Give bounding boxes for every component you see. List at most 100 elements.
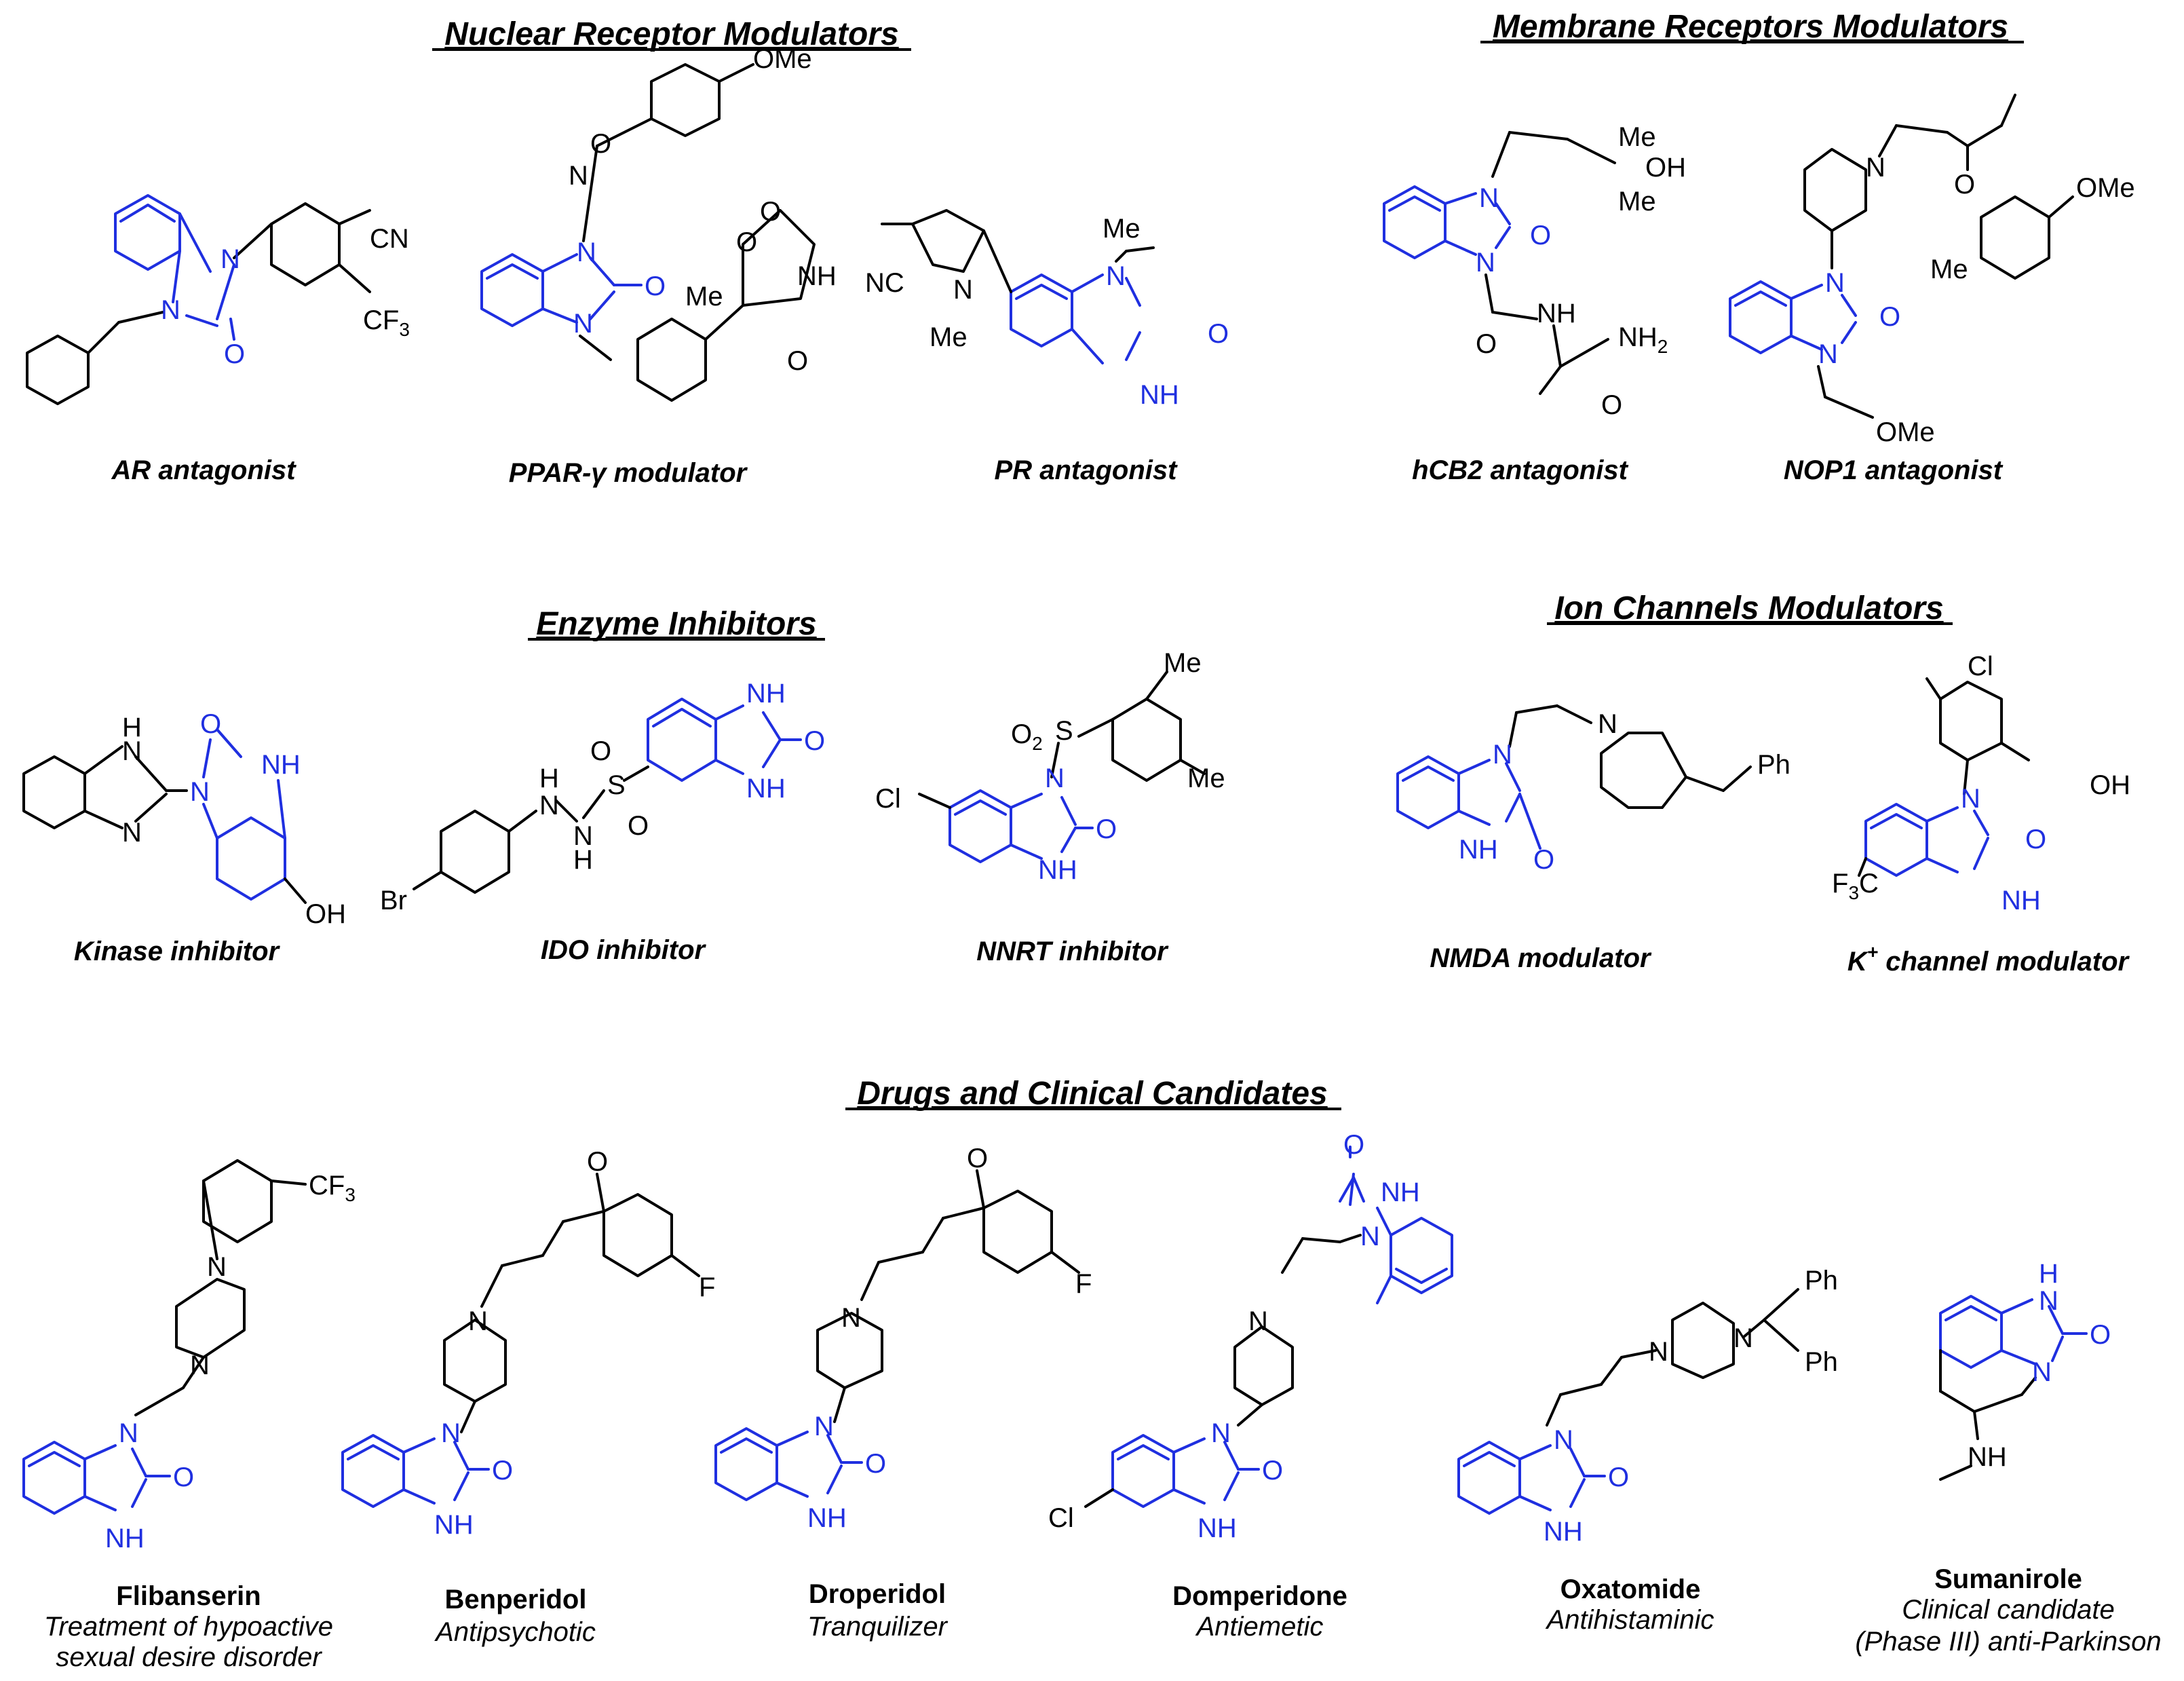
- structure-nmda-modulator: N Ph N NH O NMDA modulator: [1396, 704, 1790, 973]
- structure-ppar-modulator: OMe O N N N O Me O O O NH PPAR-γ modulat…: [480, 44, 837, 488]
- caption-nmda-modulator: NMDA modulator: [1430, 943, 1652, 973]
- atom-label: N: [190, 777, 210, 807]
- structure-hcb2-antagonist: Me OH Me N N O O NH NH2 O hCB2 antagonis…: [1383, 122, 1686, 485]
- atom-label: N: [207, 1252, 227, 1282]
- desc-flibanserin-1: Treatment of hypoactive: [44, 1612, 333, 1642]
- atom-label: NC: [865, 268, 904, 298]
- atom-label: OH: [1645, 153, 1686, 183]
- atom-label: NH: [1968, 1442, 2007, 1472]
- atom-label: S: [607, 770, 626, 800]
- atom-label: Cl: [1968, 651, 1993, 681]
- desc-domperidone: Antiemetic: [1195, 1612, 1324, 1642]
- caption-ar-antagonist: AR antagonist: [111, 455, 296, 485]
- atom-label: O: [1533, 845, 1554, 875]
- heading-membrane-receptors: Membrane Receptors Modulators: [1493, 9, 2008, 45]
- atom-label: N: [190, 1351, 210, 1380]
- atom-label: N: [841, 1303, 861, 1333]
- atom-label: N: [221, 244, 240, 274]
- atom-label: N: [441, 1418, 461, 1448]
- structure-sumanirole: H N O N NH Sumanirole Clinical candidate…: [1855, 1259, 2161, 1657]
- atom-label: Ph: [1805, 1347, 1838, 1377]
- atom-label: N: [1045, 763, 1065, 793]
- caption-nnrt-inhibitor: NNRT inhibitor: [976, 937, 1169, 966]
- atom-label: N: [577, 238, 596, 267]
- name-sumanirole: Sumanirole: [1934, 1564, 2082, 1594]
- atom-label: NH: [105, 1524, 145, 1553]
- structure-kinase-inhibitor: H N N O NH N OH Kinase inhibitor: [22, 709, 346, 966]
- heading-ion-channels: Ion Channels Modulators: [1554, 590, 1943, 626]
- atom-label: O: [2025, 825, 2046, 854]
- atom-label: O: [760, 197, 781, 227]
- atom-label: NH: [1038, 855, 1077, 885]
- heading-nuclear-receptor: Nuclear Receptor Modulators: [444, 16, 898, 52]
- structure-droperidol: O F N N O NH Droperidol Tranquilizer: [714, 1144, 1092, 1642]
- atom-label: H: [573, 845, 593, 875]
- atom-label: Me: [1618, 122, 1656, 152]
- atom-label: H: [539, 763, 559, 793]
- name-droperidol: Droperidol: [809, 1579, 946, 1609]
- atom-label: N: [539, 791, 559, 820]
- name-benperidol: Benperidol: [445, 1585, 587, 1614]
- atom-label: CF3: [309, 1171, 356, 1205]
- atom-label: O: [590, 129, 611, 159]
- atom-label: O: [1343, 1130, 1364, 1160]
- atom-label: N: [468, 1306, 488, 1336]
- atom-label: O: [492, 1456, 513, 1486]
- structure-domperidone: O NH N N N O Cl NH Domperidone Antiemeti…: [1048, 1130, 1453, 1642]
- desc-flibanserin-2: sexual desire disorder: [56, 1642, 322, 1672]
- atom-label: NH: [807, 1503, 847, 1533]
- atom-label: CF3: [363, 305, 410, 340]
- structure-flibanserin: CF3 N N N O NH Flibanserin Treatment of …: [22, 1159, 356, 1672]
- atom-label: NH: [1459, 835, 1498, 865]
- heading-enzyme-inhibitors: Enzyme Inhibitors: [536, 606, 816, 642]
- atom-label: N: [573, 309, 593, 339]
- atom-label: OMe: [753, 44, 812, 74]
- atom-label: Br: [380, 886, 407, 915]
- atom-label: O: [804, 726, 825, 756]
- structure-ar-antagonist: CN CF3 N N O AR antagonist: [26, 194, 410, 485]
- atom-label: NH: [746, 679, 786, 709]
- atom-label: NH: [1381, 1177, 1420, 1207]
- atom-label: Me: [1930, 254, 1968, 284]
- caption-ido-inhibitor: IDO inhibitor: [541, 935, 707, 965]
- structure-oxatomide: Ph Ph N N N O NH Oxatomide Antihistamini…: [1457, 1266, 1838, 1635]
- atom-label: Me: [1618, 187, 1656, 216]
- atom-label: O: [967, 1144, 988, 1173]
- structure-ido-inhibitor: Br H N N H S O O NH NH O IDO inhibitor: [380, 679, 825, 965]
- atom-label: O: [590, 736, 611, 766]
- desc-sumanirole-2: (Phase III) anti-Parkinson: [1855, 1627, 2161, 1657]
- atom-label: O: [587, 1147, 608, 1177]
- atom-label: O: [1601, 390, 1622, 420]
- atom-label: H: [2039, 1259, 2058, 1289]
- atom-label: N: [569, 161, 588, 191]
- atom-label: F: [1075, 1269, 1092, 1299]
- atom-label: N: [1866, 153, 1885, 183]
- atom-label: Me: [1187, 763, 1225, 793]
- atom-label: F3C: [1832, 869, 1879, 903]
- atom-label: N: [119, 1418, 138, 1448]
- atom-label: S: [1055, 716, 1073, 746]
- atom-label: O: [1608, 1462, 1629, 1492]
- atom-label: Cl: [875, 784, 901, 814]
- atom-label: O: [1954, 170, 1975, 200]
- atom-label: NH: [261, 750, 301, 780]
- atom-label: Cl: [1048, 1503, 1074, 1533]
- desc-sumanirole-1: Clinical candidate: [1902, 1595, 2115, 1625]
- atom-label: CN: [370, 224, 409, 254]
- caption-nop1-antagonist: NOP1 antagonist: [1784, 455, 2004, 485]
- desc-oxatomide: Antihistaminic: [1546, 1605, 1714, 1635]
- atom-label: OMe: [2076, 173, 2135, 203]
- atom-label: O: [1476, 329, 1497, 359]
- atom-label: O: [173, 1462, 194, 1492]
- atom-label: O: [2090, 1320, 2111, 1350]
- atom-label: N: [1360, 1222, 1380, 1251]
- atom-label: N: [814, 1412, 834, 1441]
- atom-label: Ph: [1805, 1266, 1838, 1296]
- atom-label: O: [865, 1449, 886, 1479]
- atom-label: N: [1598, 709, 1617, 739]
- atom-label: NH: [797, 261, 837, 291]
- atom-label: N: [1479, 183, 1499, 213]
- atom-label: N: [1211, 1418, 1231, 1448]
- atom-label: O: [224, 339, 245, 369]
